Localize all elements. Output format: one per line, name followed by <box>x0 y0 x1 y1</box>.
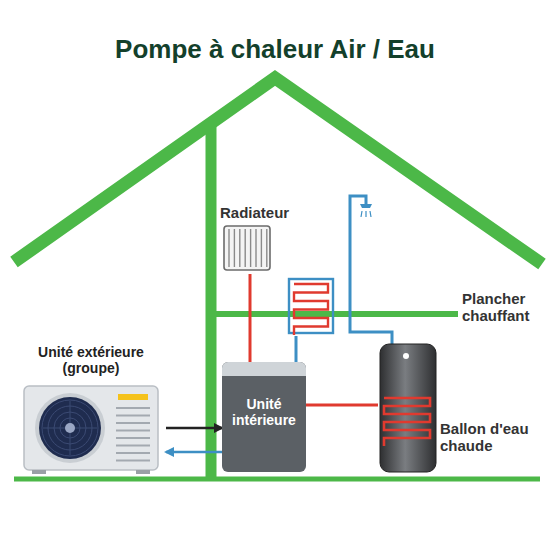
shower-pipe <box>350 196 392 344</box>
diagram-title: Pompe à chaleur Air / Eau <box>0 34 550 65</box>
node-label: Ballon d'eau chaude <box>440 420 544 455</box>
floor-heating-drawing <box>286 276 336 336</box>
node-label: Radiateur <box>220 204 289 221</box>
pipe-connector <box>166 427 222 430</box>
shower-spray <box>361 211 371 217</box>
radiator: Radiateur <box>220 204 304 274</box>
hot-water-tank-drawing <box>378 342 438 474</box>
outdoor-unit: Unité extérieure (groupe) <box>18 344 166 476</box>
node-label: Unité intérieure <box>226 396 302 428</box>
pipe-connector <box>166 451 222 454</box>
floor-heating: Plancher chauffant <box>286 276 542 336</box>
hot-water-tank: Ballon d'eau chaude <box>378 342 546 474</box>
pipe-connector <box>306 404 378 407</box>
ground-line <box>14 477 540 482</box>
pipe-connector <box>295 336 298 362</box>
node-label: Plancher chauffant <box>462 290 540 325</box>
node-label: Unité extérieure (groupe) <box>18 344 164 376</box>
roof <box>14 78 542 264</box>
indoor-unit: Unité intérieure <box>222 362 306 472</box>
pipe-connector <box>249 274 252 362</box>
shower-head <box>360 204 372 208</box>
